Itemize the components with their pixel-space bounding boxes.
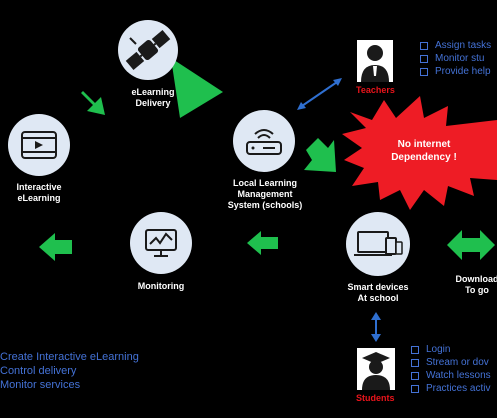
student-task-item: Login [411,343,491,356]
student-task-item: Practices activ [411,382,491,395]
arrow-devices-download [447,230,495,260]
devices-label: Smart devices At school [347,282,409,303]
teacher-box [357,40,393,82]
no-internet-star [342,96,497,210]
arrow-monitoring-to-interactive [39,233,72,261]
checkbox-icon [411,358,419,367]
no-internet-label: No internet Dependency ! [391,139,457,163]
admin-task-item: Control delivery [0,365,77,377]
interactive-label: Interactive eLearning [16,182,62,203]
monitor-chart-icon [145,229,177,257]
checkbox-icon [411,371,419,380]
checkbox-icon [420,67,428,76]
arrow-lms-to-devices [304,138,336,172]
lms-label: Local Learning Management System (school… [227,178,303,210]
admin-task-list: Create Interactive eLearning Control del… [0,350,139,392]
teacher-task-item: Monitor stu [420,52,491,65]
teachers-label: Teachers [356,85,395,95]
student-box [357,348,395,390]
teacher-icon [361,45,389,82]
arrow-devices-to-monitoring [247,231,278,255]
checkbox-icon [420,41,428,50]
checkbox-icon [411,384,419,393]
delivery-circle [118,20,178,80]
teacher-task-item: Assign tasks [420,39,491,52]
student-task-item: Watch lessons [411,369,491,382]
monitoring-label: Monitoring [137,281,185,291]
devices-icon [354,231,403,256]
teacher-task-item: Provide help [420,65,491,78]
lms-circle [233,110,295,172]
link-lms-teachers [298,79,341,109]
admin-task-item: Monitor services [0,379,81,391]
teachers-task-list: Assign tasks Monitor stu Provide help [420,39,491,78]
interactive-circle [8,114,70,176]
router-icon [246,129,282,155]
devices-circle [346,212,410,276]
admin-task-item: Create Interactive eLearning [0,351,139,363]
students-label: Students [356,393,395,403]
delivery-label: eLearning Delivery [131,87,175,108]
download-label: Download To go [455,274,497,295]
monitoring-circle [130,212,192,274]
student-icon [362,352,390,390]
checkbox-icon [420,54,428,63]
satellite-icon [125,29,171,71]
student-task-item: Stream or dov [411,356,491,369]
arrow-delivery-triangle [171,58,223,118]
video-player-icon [21,131,57,159]
students-task-list: Login Stream or dov Watch lessons Practi… [411,343,491,395]
arrow-video-to-delivery [81,91,105,115]
checkbox-icon [411,345,419,354]
